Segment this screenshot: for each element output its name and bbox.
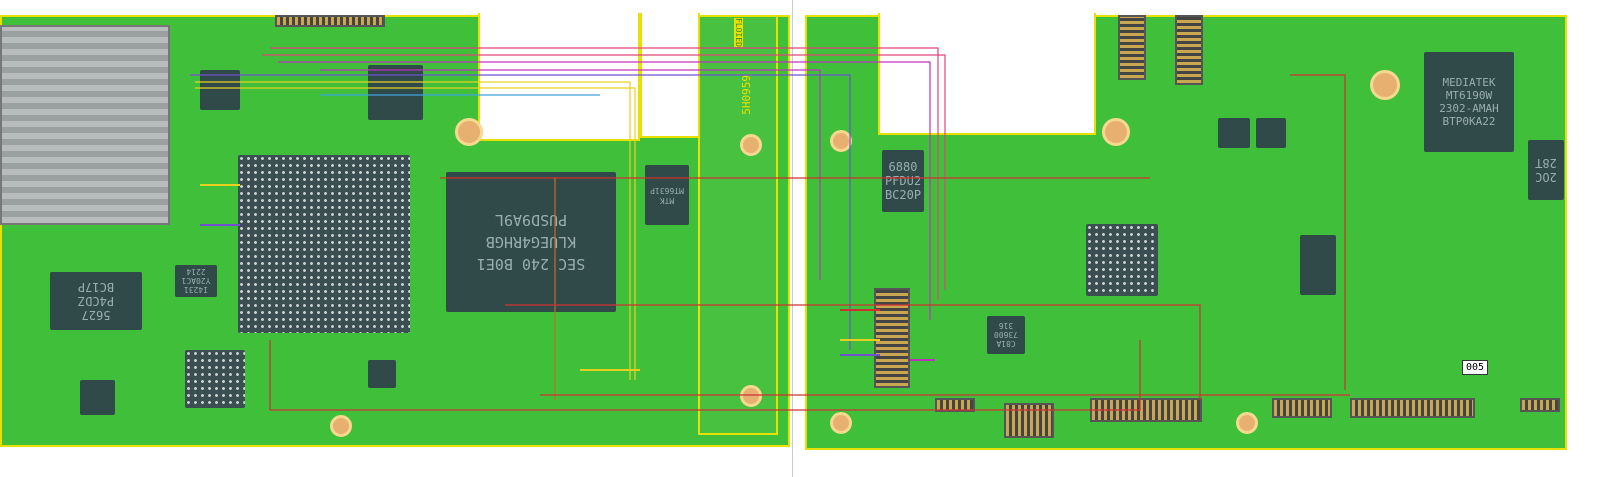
board-marker-label: 005: [1462, 360, 1489, 375]
chip: [1256, 118, 1286, 148]
chip-text: BTP0KA22: [1442, 115, 1496, 128]
mediatek-chip: MEDIATEK MT6190W 2302-AMAH BTP0KA22: [1424, 52, 1514, 152]
chip: [80, 380, 115, 415]
divider: [792, 0, 793, 477]
mounting-pad: [1102, 118, 1130, 146]
chip: [368, 65, 423, 120]
mounting-pad: [455, 118, 483, 146]
pmic-right-chip: 6880 PFDU2 BC20P: [882, 150, 924, 212]
mounting-pad: [1370, 70, 1400, 100]
soc-bga-chip: [238, 155, 410, 333]
left-board-cutout: [478, 13, 640, 141]
sim-card-tray: [0, 25, 170, 225]
trace-line: [262, 54, 946, 290]
mounting-pad: [830, 412, 852, 434]
chip-text: 2302-AMAH: [1439, 102, 1499, 115]
right-board-cutout: [878, 13, 1096, 135]
mounting-pad: [740, 385, 762, 407]
bga-chip-small: [185, 350, 245, 408]
chip: [200, 70, 240, 110]
rf-bga-chip: [1086, 224, 1158, 296]
bottom-connector: [1272, 398, 1332, 418]
trace-line: [195, 81, 631, 380]
trace-line: [278, 61, 931, 320]
trace-line: [1290, 74, 1346, 390]
bottom-connector: [1520, 398, 1560, 412]
bottom-connector: [935, 398, 975, 412]
chip-text: MEDIATEK: [1442, 76, 1496, 89]
flex-label-silkscreen: FLOIED: [734, 18, 743, 47]
top-connector: [1118, 15, 1146, 80]
bottom-connector: [1350, 398, 1475, 418]
chip-text: BC20P: [884, 188, 922, 202]
trace-line: [320, 69, 821, 280]
bottom-connector: [1004, 403, 1054, 438]
top-connector: [275, 15, 385, 27]
chip: [1300, 235, 1336, 295]
chip-text: 6880: [888, 160, 918, 174]
trace-line: [269, 340, 1141, 411]
top-connector: [1175, 15, 1203, 85]
mounting-pad: [740, 134, 762, 156]
trace-line: [270, 47, 939, 300]
flex-strip: [698, 15, 778, 435]
trace-line: [190, 74, 851, 350]
bottom-connector: [1090, 398, 1202, 422]
trace-line: [505, 304, 1201, 400]
chip: [368, 360, 396, 388]
trace-line: [195, 87, 636, 380]
chip: [1218, 118, 1250, 148]
mounting-pad: [1236, 412, 1258, 434]
mounting-pad: [330, 415, 352, 437]
chip-text: MT6190W: [1445, 89, 1493, 102]
